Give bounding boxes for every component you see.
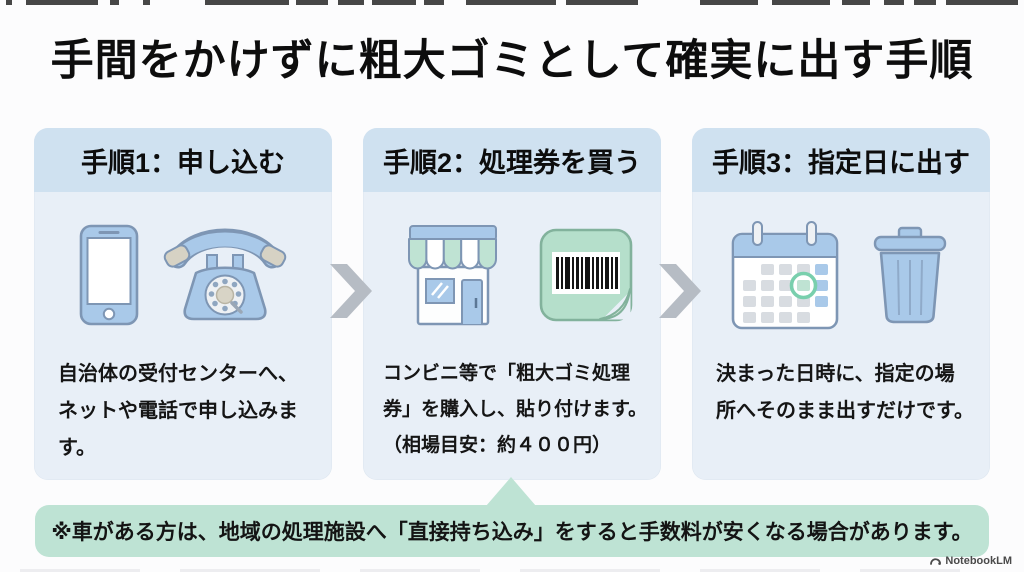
step-2-description-line: 券」を購入し、貼り付けます。 bbox=[383, 399, 648, 420]
step-3-header: 手順3：指定日に出す bbox=[692, 128, 990, 192]
step-3-description-line: 決まった日時に、指定の場 bbox=[716, 363, 955, 385]
arrow-right-icon bbox=[330, 264, 372, 318]
step-card-2: 手順2：処理券を買う bbox=[363, 128, 661, 480]
watermark: NotebookLM bbox=[929, 555, 1012, 567]
barcode-ticket-icon bbox=[539, 228, 633, 322]
step-2-description-line: （相場目安：約４００円） bbox=[383, 435, 612, 456]
smartphone-icon bbox=[79, 224, 139, 326]
step-1-description-line: 自治体の受付センターへ、 bbox=[58, 363, 298, 385]
step-3-description-line: 所へそのまま出すだけです。 bbox=[716, 400, 974, 422]
step-3-icons bbox=[692, 192, 990, 350]
step-1-header: 手順1：申し込む bbox=[34, 128, 332, 192]
calendar-icon bbox=[731, 221, 839, 330]
notebooklm-logo-icon bbox=[930, 558, 942, 565]
step-2-header-label: 手順2：処理券を買う bbox=[382, 147, 642, 178]
step-1-icons bbox=[34, 192, 332, 350]
step-1-description-line: ネットや電話で申し込みま bbox=[58, 400, 298, 422]
page-title: 手間をかけずに粗大ゴミとして確実に出す手順 bbox=[50, 37, 974, 85]
step-card-3: 手順3：指定日に出す bbox=[692, 128, 990, 480]
arrow-right-icon bbox=[659, 264, 701, 318]
trash-can-icon bbox=[873, 226, 947, 324]
step-2-description-line: コンビニ等で「粗大ゴミ処理 bbox=[383, 363, 631, 384]
banner-pointer-triangle bbox=[486, 477, 536, 506]
step-3-header-label: 手順3：指定日に出す bbox=[711, 147, 971, 178]
watermark-label: NotebookLM bbox=[945, 555, 1012, 567]
step-1-description: 自治体の受付センターへ、 ネットや電話で申し込みま す。 bbox=[34, 350, 332, 467]
step-1-header-label: 手順1：申し込む bbox=[80, 147, 286, 178]
note-banner-text: ※車がある方は、地域の処理施設へ「直接持ち込み」をすると手数料が安くなる場合があ… bbox=[51, 521, 973, 544]
store-icon bbox=[408, 225, 497, 326]
step-2-header: 手順2：処理券を買う bbox=[363, 128, 661, 192]
rotary-phone-icon bbox=[163, 228, 287, 321]
step-3-description: 決まった日時に、指定の場 所へそのまま出すだけです。 bbox=[692, 350, 990, 430]
step-2-icons bbox=[363, 192, 661, 350]
step-1-description-line: す。 bbox=[58, 437, 96, 459]
step-card-1: 手順1：申し込む bbox=[34, 128, 332, 480]
step-2-description: コンビニ等で「粗大ゴミ処理 券」を購入し、貼り付けます。 （相場目安：約４００円… bbox=[363, 350, 661, 464]
note-banner: ※車がある方は、地域の処理施設へ「直接持ち込み」をすると手数料が安くなる場合があ… bbox=[35, 505, 989, 557]
